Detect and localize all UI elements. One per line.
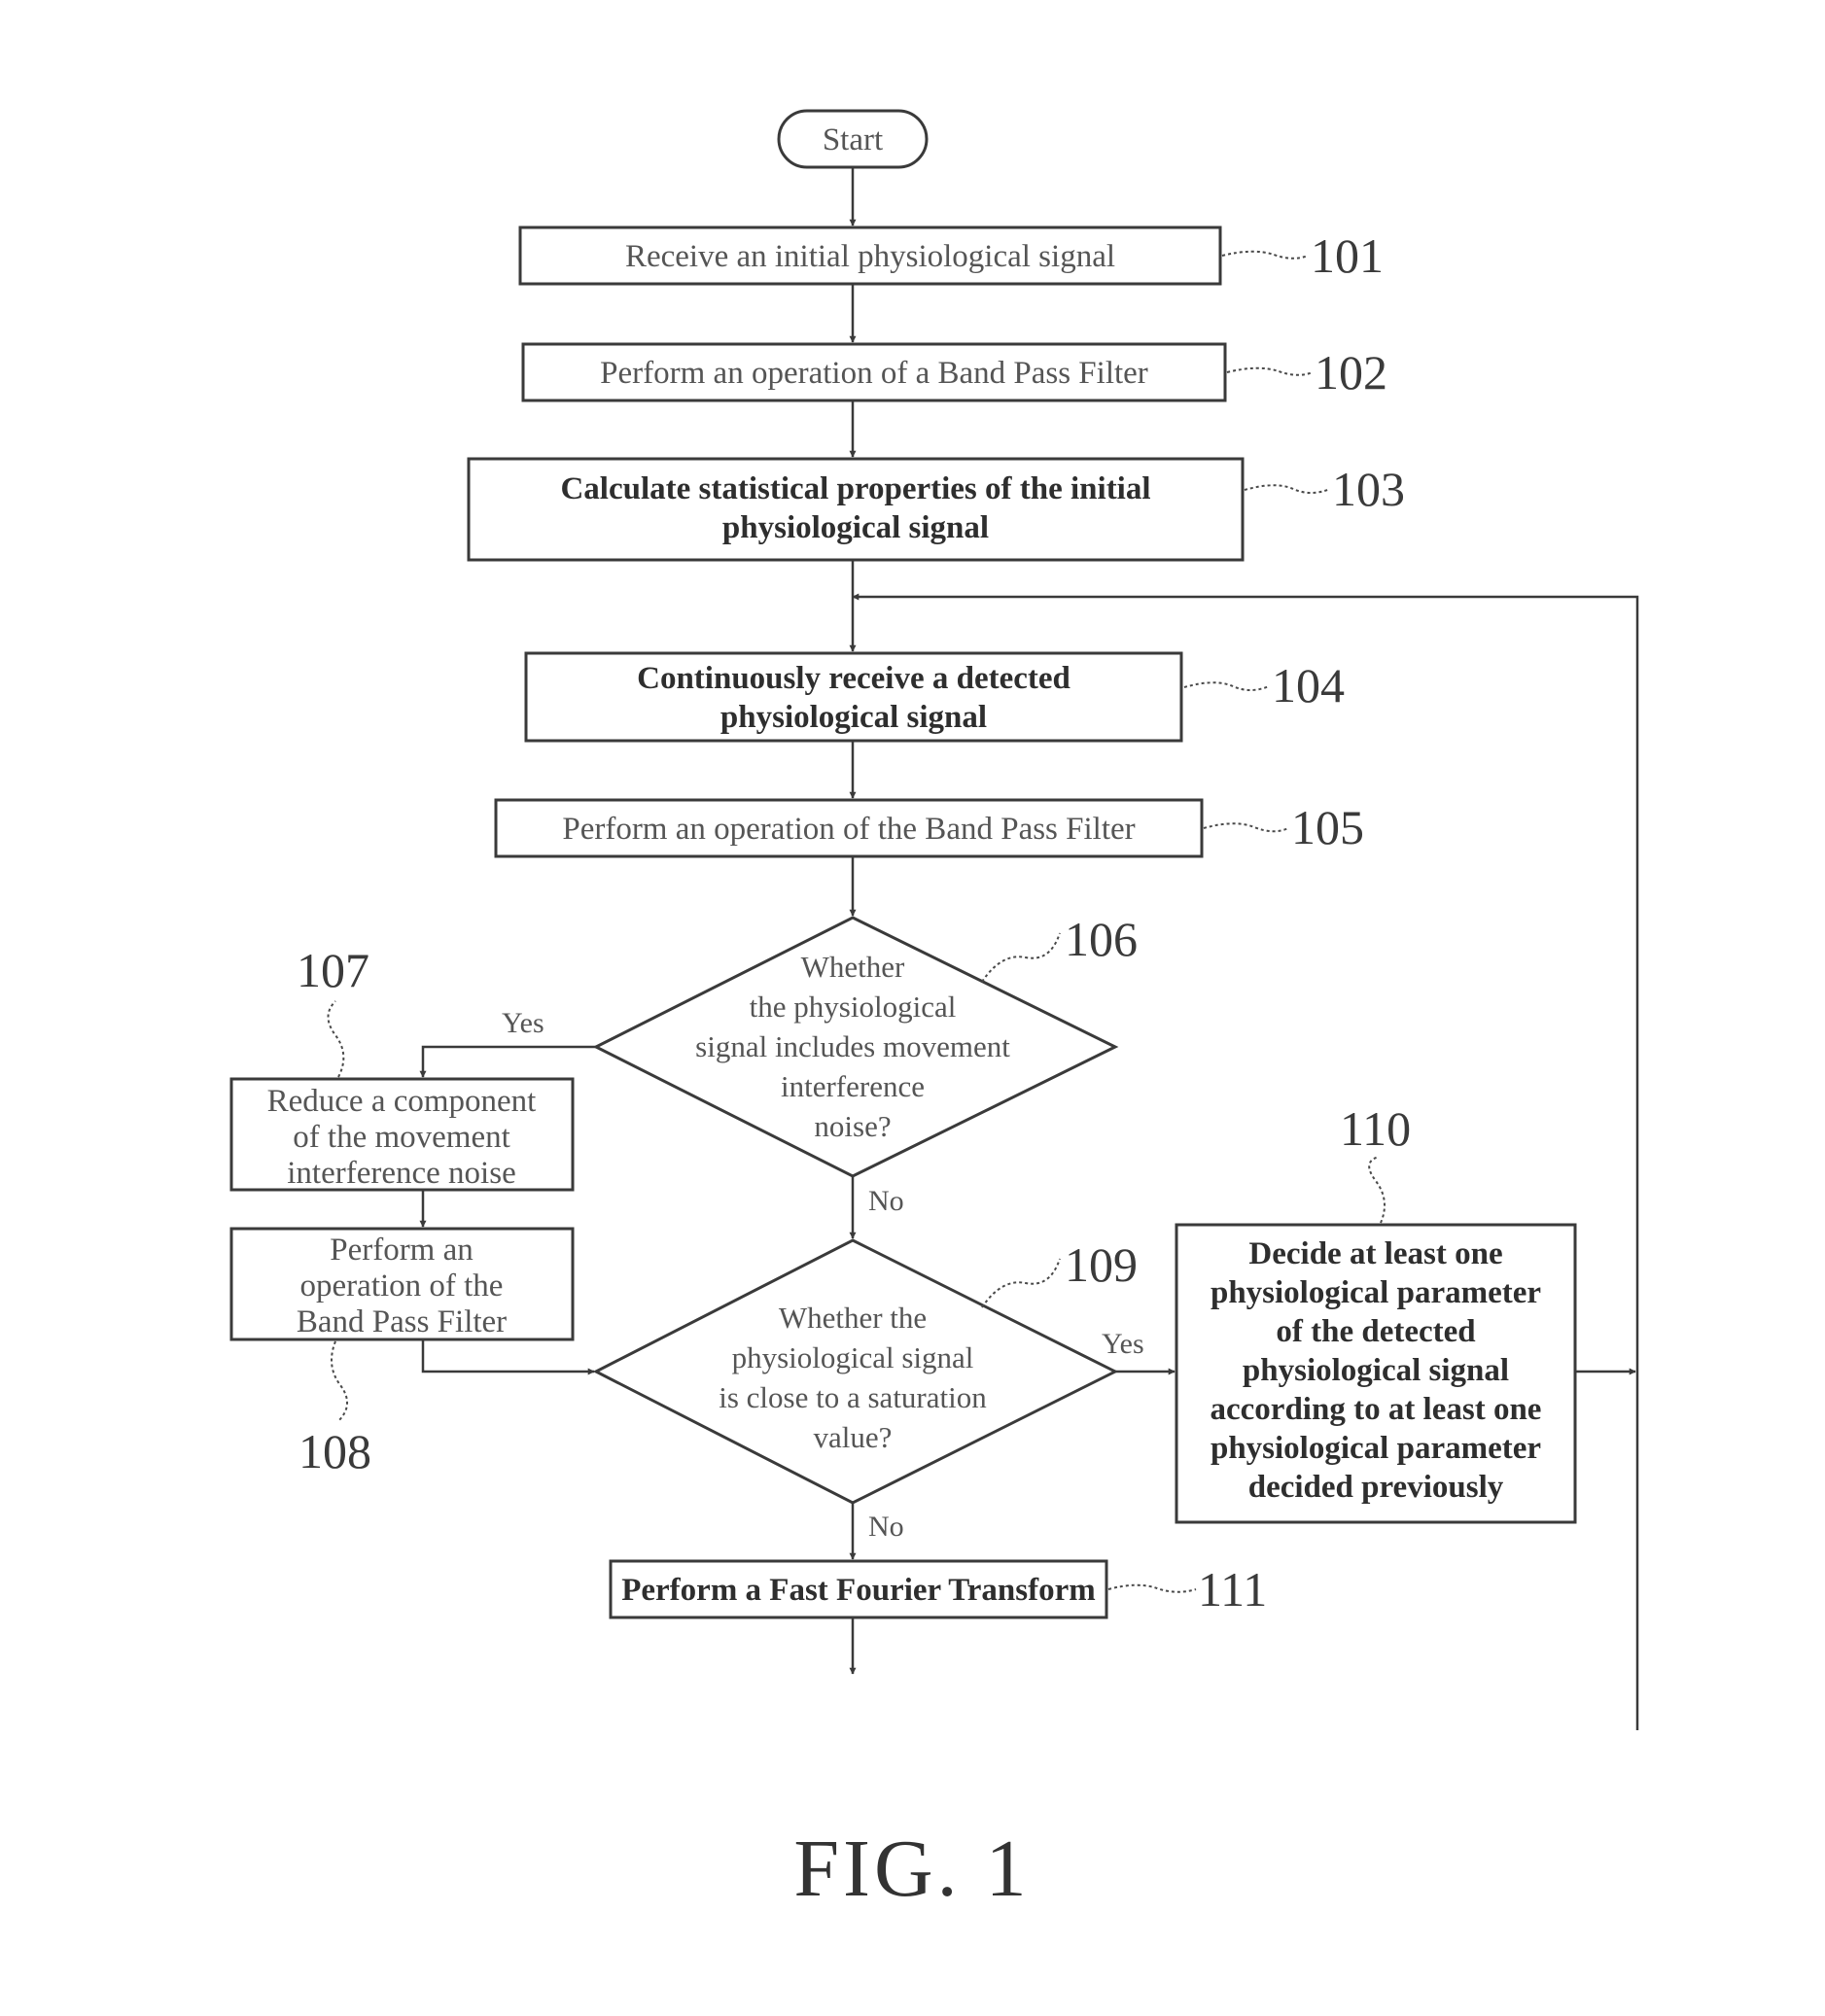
step-108-text-line-3: Band Pass Filter bbox=[297, 1304, 507, 1339]
step-107-reduce-noise-component: Reduce a component of the movement inter… bbox=[231, 1079, 573, 1191]
figure-caption: FIG. 1 bbox=[793, 1824, 1030, 1914]
step-107-text-line-1: Reduce a component bbox=[267, 1084, 537, 1119]
step-105-band-pass-filter: Perform an operation of the Band Pass Fi… bbox=[496, 800, 1202, 856]
ref-leader-101 bbox=[1222, 252, 1308, 259]
ref-leader-105 bbox=[1204, 823, 1288, 831]
ref-leader-107 bbox=[329, 1001, 344, 1077]
branch-106-yes: Yes bbox=[502, 1007, 544, 1039]
ref-number-108: 108 bbox=[298, 1424, 371, 1478]
step-104-continuously-receive-signal: Continuously receive a detected physiolo… bbox=[526, 653, 1181, 741]
step-102-text: Perform an operation of a Band Pass Filt… bbox=[600, 356, 1148, 391]
decision-109-line-4: value? bbox=[814, 1420, 893, 1454]
step-110-decide-physiological-parameter: Decide at least one physiological parame… bbox=[1176, 1225, 1575, 1522]
decision-106-line-5: noise? bbox=[814, 1109, 891, 1143]
ref-leader-106 bbox=[982, 933, 1060, 982]
step-102-band-pass-filter: Perform an operation of a Band Pass Filt… bbox=[523, 344, 1225, 400]
ref-leader-111 bbox=[1108, 1585, 1196, 1592]
ref-number-104: 104 bbox=[1272, 658, 1345, 713]
ref-leader-104 bbox=[1184, 682, 1269, 690]
decision-109-line-3: is close to a saturation bbox=[719, 1380, 987, 1414]
decision-106-line-2: the physiological bbox=[750, 990, 957, 1024]
step-110-text-line-2: physiological parameter bbox=[1211, 1275, 1541, 1310]
step-110-text-line-6: physiological parameter bbox=[1211, 1431, 1541, 1466]
ref-leader-110 bbox=[1369, 1157, 1385, 1223]
step-107-text-line-3: interference noise bbox=[287, 1156, 515, 1191]
step-103-text-line-1: Calculate statistical properties of the … bbox=[560, 471, 1150, 506]
ref-number-105: 105 bbox=[1291, 800, 1364, 854]
step-110-text-line-4: physiological signal bbox=[1243, 1353, 1509, 1388]
ref-number-103: 103 bbox=[1332, 462, 1405, 516]
step-110-text-line-7: decided previously bbox=[1248, 1470, 1504, 1505]
decision-106-line-1: Whether bbox=[801, 950, 905, 984]
step-105-text: Perform an operation of the Band Pass Fi… bbox=[562, 812, 1135, 847]
step-108-band-pass-filter: Perform an operation of the Band Pass Fi… bbox=[231, 1229, 573, 1339]
ref-leader-108 bbox=[332, 1341, 347, 1421]
decision-109-line-1: Whether the bbox=[779, 1301, 927, 1335]
step-111-fast-fourier-transform: Perform a Fast Fourier Transform bbox=[611, 1561, 1106, 1617]
decision-109-line-2: physiological signal bbox=[732, 1340, 974, 1374]
step-103-calculate-statistical-properties: Calculate statistical properties of the … bbox=[469, 459, 1243, 560]
step-111-text: Perform a Fast Fourier Transform bbox=[621, 1573, 1096, 1608]
ref-number-102: 102 bbox=[1315, 345, 1387, 400]
step-103-text-line-2: physiological signal bbox=[722, 510, 989, 545]
decision-106-movement-interference: Whether the physiological signal include… bbox=[596, 918, 1115, 1176]
ref-number-106: 106 bbox=[1065, 912, 1138, 966]
step-110-text-line-1: Decide at least one bbox=[1248, 1236, 1502, 1271]
branch-106-no: No bbox=[868, 1185, 904, 1217]
step-108-text-line-2: operation of the bbox=[300, 1269, 504, 1303]
ref-number-111: 111 bbox=[1198, 1562, 1267, 1616]
decision-109-saturation: Whether the physiological signal is clos… bbox=[596, 1240, 1115, 1503]
ref-number-101: 101 bbox=[1311, 228, 1384, 283]
ref-number-109: 109 bbox=[1065, 1237, 1138, 1292]
decision-106-line-4: interference bbox=[781, 1069, 925, 1103]
step-108-text-line-1: Perform an bbox=[330, 1233, 474, 1268]
branch-109-no: No bbox=[868, 1511, 904, 1543]
ref-number-110: 110 bbox=[1340, 1101, 1411, 1156]
ref-number-107: 107 bbox=[297, 943, 369, 997]
step-110-text-line-3: of the detected bbox=[1276, 1314, 1475, 1349]
step-104-text-line-2: physiological signal bbox=[720, 700, 987, 735]
step-101-receive-initial-signal: Receive an initial physiological signal bbox=[520, 227, 1220, 284]
start-terminal: Start bbox=[779, 111, 927, 167]
step-101-text: Receive an initial physiological signal bbox=[625, 239, 1115, 274]
step-107-text-line-2: of the movement bbox=[293, 1120, 510, 1155]
step-110-text-line-5: according to at least one bbox=[1211, 1392, 1542, 1427]
ref-leader-103 bbox=[1245, 485, 1330, 493]
ref-leader-109 bbox=[982, 1259, 1060, 1307]
start-label: Start bbox=[823, 122, 883, 157]
step-104-text-line-1: Continuously receive a detected bbox=[637, 661, 1070, 696]
ref-leader-102 bbox=[1227, 368, 1313, 375]
branch-109-yes: Yes bbox=[1102, 1328, 1144, 1360]
decision-106-line-3: signal includes movement bbox=[695, 1029, 1010, 1063]
